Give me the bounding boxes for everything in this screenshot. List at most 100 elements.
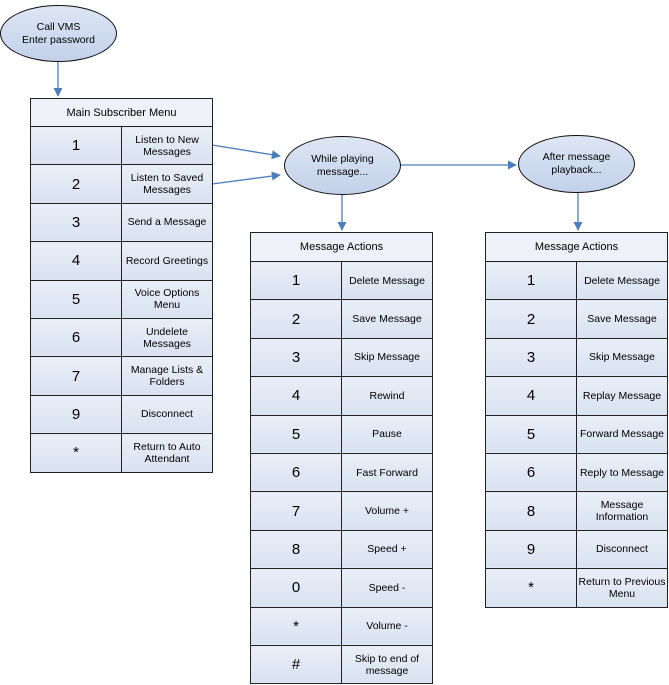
start-node-line-2: Enter password <box>22 33 95 46</box>
arrow-saved-messages-to-playing <box>211 171 281 185</box>
after-actions-key: * <box>485 568 577 608</box>
playing-actions-label: Skip Message <box>341 337 433 378</box>
playing-actions-key: * <box>250 606 342 646</box>
main-menu-label: Record Greetings <box>121 241 213 281</box>
playing-actions-label: Volume - <box>341 606 433 646</box>
playing-actions-label: Pause <box>341 414 433 454</box>
after-actions-label: Forward Message <box>576 414 668 454</box>
playing-actions-label: Volume + <box>341 491 433 531</box>
main-menu-key: * <box>30 433 122 473</box>
main-menu-label: Undelete Messages <box>121 317 213 358</box>
while-playing-line-2: message... <box>316 165 369 178</box>
playing-actions-key: 8 <box>250 529 342 570</box>
playing-actions-key: # <box>250 644 342 685</box>
after-actions-label: Skip Message <box>576 337 668 378</box>
playing-actions-row: *Volume - <box>250 606 433 646</box>
playing-actions-label: Fast Forward <box>341 452 433 493</box>
after-actions-label: Disconnect <box>576 529 668 570</box>
main-menu-row: *Return to Auto Attendant <box>30 433 213 473</box>
after-actions-label: Delete Message <box>576 260 668 301</box>
after-actions-row: *Return to Previous Menu <box>485 568 668 608</box>
main-menu-key: 7 <box>30 356 122 396</box>
playing-actions-label: Speed + <box>341 529 433 570</box>
after-actions-key: 5 <box>485 414 577 454</box>
main-menu-key: 4 <box>30 241 122 281</box>
main-menu-label: Listen to Saved Messages <box>121 164 213 204</box>
main-menu-key: 3 <box>30 202 122 243</box>
playing-actions-row: #Skip to end of message <box>250 644 433 685</box>
after-actions-key: 2 <box>485 299 577 339</box>
after-playback-line-1: After message <box>542 151 611 163</box>
playing-actions-key: 5 <box>250 414 342 454</box>
start-node-call-vms: Call VMS Enter password <box>0 5 117 62</box>
playing-actions-key: 1 <box>250 260 342 301</box>
playing-actions-key: 3 <box>250 337 342 378</box>
after-actions-label: Replay Message <box>576 376 668 416</box>
after-actions-label: Reply to Message <box>576 452 668 493</box>
main-menu-label: Send a Message <box>121 202 213 243</box>
main-menu-label: Disconnect <box>121 394 213 435</box>
main-menu-title: Main Subscriber Menu <box>30 98 213 127</box>
after-playback-line-2: playback... <box>551 164 602 176</box>
playing-actions-key: 6 <box>250 452 342 493</box>
after-actions-key: 1 <box>485 260 577 301</box>
main-menu-label: Return to Auto Attendant <box>121 433 213 473</box>
main-menu-key: 6 <box>30 317 122 358</box>
start-node-line-1: Call VMS <box>36 20 81 33</box>
after-actions-key: 9 <box>485 529 577 570</box>
node-while-playing: While playing message... <box>284 136 401 195</box>
playing-actions-label: Save Message <box>341 299 433 339</box>
after-actions-label: Save Message <box>576 299 668 339</box>
after-actions-label: Return to Previous Menu <box>576 568 668 608</box>
arrow-new-messages-to-playing <box>211 144 281 160</box>
after-actions-title: Message Actions <box>485 232 668 262</box>
main-menu-key: 2 <box>30 164 122 204</box>
after-actions-key: 8 <box>485 491 577 531</box>
main-menu-key: 5 <box>30 279 122 319</box>
playing-actions-label: Skip to end of message <box>341 644 433 685</box>
node-after-playback: After message playback... <box>518 135 635 193</box>
main-menu-key: 1 <box>30 125 122 166</box>
after-actions-label: Message Information <box>576 491 668 531</box>
after-actions-key: 6 <box>485 452 577 493</box>
main-menu-label: Voice Options Menu <box>121 279 213 319</box>
main-menu-label: Manage Lists & Folders <box>121 356 213 396</box>
playing-actions-key: 7 <box>250 491 342 531</box>
playing-actions-key: 4 <box>250 376 342 416</box>
playing-actions-label: Rewind <box>341 376 433 416</box>
playing-actions-key: 0 <box>250 568 342 608</box>
while-playing-line-1: While playing <box>311 152 374 165</box>
after-actions-key: 4 <box>485 376 577 416</box>
playing-actions-key: 2 <box>250 299 342 339</box>
playing-actions-title: Message Actions <box>250 232 433 262</box>
